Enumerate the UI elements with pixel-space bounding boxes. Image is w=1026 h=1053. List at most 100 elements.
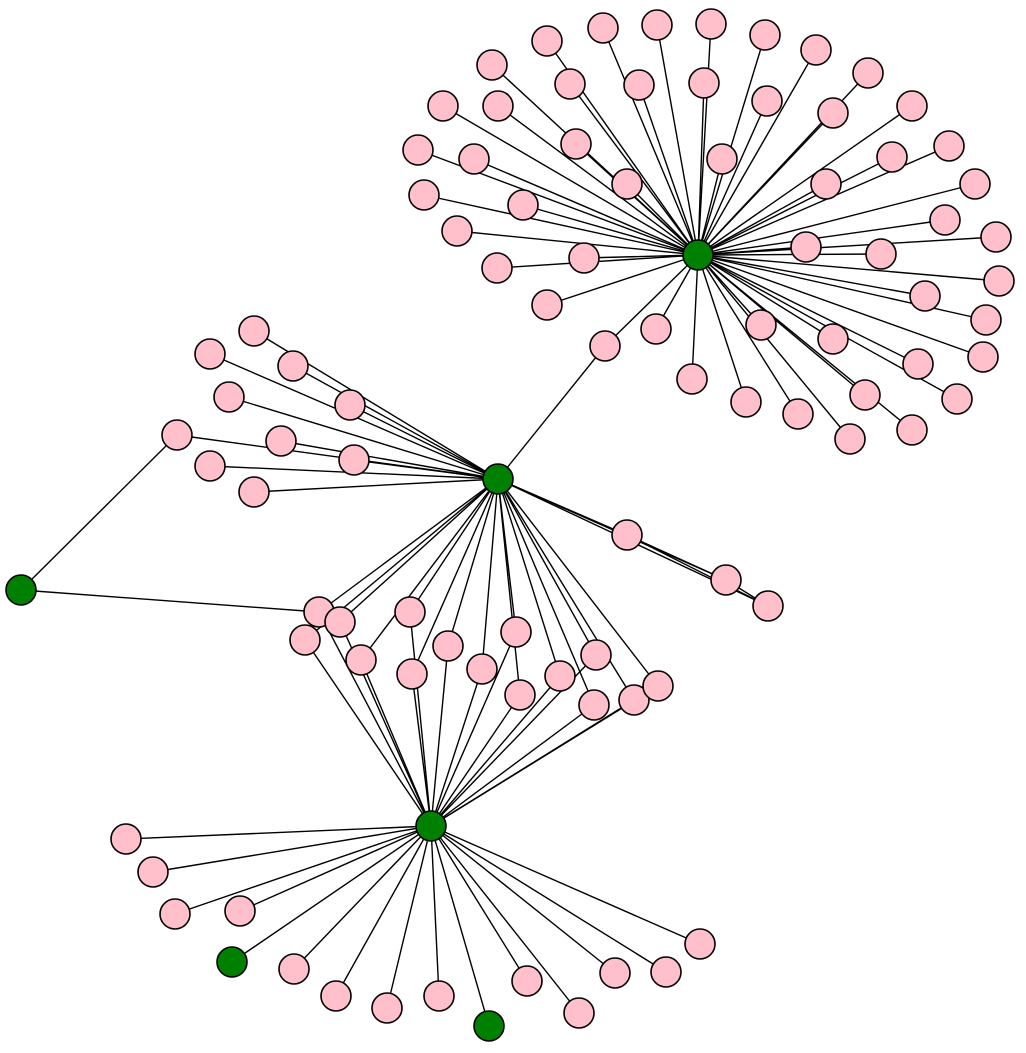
- graph-edge: [20, 434, 178, 591]
- leaf-node: [224, 895, 256, 927]
- leaf-node: [441, 215, 473, 247]
- graph-edge: [293, 825, 432, 970]
- leaf-node: [563, 997, 595, 1029]
- leaf-node: [876, 141, 908, 173]
- hub-node: [682, 239, 714, 271]
- graph-edge: [228, 396, 499, 480]
- graph-edge: [697, 254, 926, 297]
- graph-edge: [430, 825, 580, 1014]
- graph-edge: [697, 254, 984, 358]
- graph-edge: [411, 673, 432, 827]
- leaf-node: [531, 289, 563, 321]
- leaf-node: [568, 242, 600, 274]
- graph-edge: [386, 825, 432, 1009]
- leaf-node: [278, 953, 310, 985]
- graph-edge: [697, 183, 827, 256]
- hub-node: [415, 810, 447, 842]
- graph-edge: [253, 478, 499, 493]
- leaf-node: [289, 624, 321, 656]
- leaf-node: [623, 69, 655, 101]
- leaf-node: [238, 476, 270, 508]
- graph-edge: [697, 219, 946, 256]
- graph-edge: [497, 478, 561, 677]
- leaf-node: [265, 425, 297, 457]
- hub-node: [216, 946, 248, 978]
- leaf-node: [618, 684, 650, 716]
- graph-edge: [697, 254, 987, 321]
- graph-edge: [318, 611, 432, 827]
- hub-node: [5, 574, 37, 606]
- leaf-node: [213, 381, 245, 413]
- leaf-node: [507, 189, 539, 221]
- graph-edge: [430, 825, 701, 945]
- leaf-node: [933, 130, 965, 162]
- graph-edge: [442, 105, 699, 256]
- graph-edge: [497, 478, 595, 706]
- leaf-node: [481, 252, 513, 284]
- graph-edge: [339, 478, 499, 623]
- leaf-node: [730, 386, 762, 418]
- leaf-node: [402, 134, 434, 166]
- leaf-node: [611, 519, 643, 551]
- leaf-node: [458, 143, 490, 175]
- leaf-node: [599, 957, 631, 989]
- graph-edge: [691, 254, 699, 380]
- graph-edge: [430, 645, 449, 827]
- graph-edge: [497, 345, 606, 480]
- graph-edge: [626, 534, 727, 581]
- graph-edge: [697, 254, 1000, 282]
- graph-edge: [602, 27, 699, 256]
- leaf-node: [238, 315, 270, 347]
- graph-edge: [360, 659, 432, 827]
- leaf-node: [159, 898, 191, 930]
- graph-edge: [697, 34, 766, 256]
- graph-edge: [697, 246, 807, 256]
- graph-edge: [546, 254, 699, 306]
- leaf-node: [849, 379, 881, 411]
- graph-edge: [522, 204, 699, 256]
- leaf-node: [817, 97, 849, 129]
- graph-edge: [604, 254, 699, 347]
- graph-edge: [697, 145, 950, 256]
- leaf-node: [865, 238, 897, 270]
- leaf-node: [896, 414, 928, 446]
- leaf-node: [710, 564, 742, 596]
- leaf-node: [504, 679, 536, 711]
- leaf-node: [578, 689, 610, 721]
- graph-edge: [411, 478, 499, 675]
- leaf-node: [161, 419, 193, 451]
- leaf-node: [941, 383, 973, 415]
- graph-edge: [697, 156, 893, 256]
- leaf-node: [277, 350, 309, 382]
- graph-edge: [430, 825, 490, 1027]
- leaf-node: [345, 644, 377, 676]
- hub-node: [482, 463, 514, 495]
- graph-edge: [697, 183, 976, 256]
- graph-edge: [497, 478, 635, 701]
- graph-edge: [638, 84, 699, 256]
- graph-edge: [125, 825, 432, 840]
- leaf-node: [752, 590, 784, 622]
- leaf-node: [902, 348, 934, 380]
- graph-edge: [626, 183, 699, 256]
- leaf-node: [432, 630, 464, 662]
- leaf-node: [642, 670, 674, 702]
- leaf-node: [500, 616, 532, 648]
- leaf-node: [194, 338, 226, 370]
- graph-edge: [335, 825, 432, 997]
- leaf-node: [320, 980, 352, 1012]
- leaf-node: [554, 68, 586, 100]
- graph-edge: [430, 825, 667, 973]
- graph-edge: [239, 825, 432, 912]
- graph-edge: [697, 82, 705, 256]
- graph-edge: [280, 440, 499, 480]
- graph-edge: [174, 825, 432, 915]
- graph-edge: [656, 24, 699, 256]
- graph-edge: [697, 254, 851, 440]
- leaf-node: [394, 596, 426, 628]
- leaf-node: [544, 660, 576, 692]
- leaf-node: [929, 204, 961, 236]
- node-layer: [5, 8, 1015, 1042]
- leaf-node: [909, 280, 941, 312]
- leaf-node: [396, 658, 428, 690]
